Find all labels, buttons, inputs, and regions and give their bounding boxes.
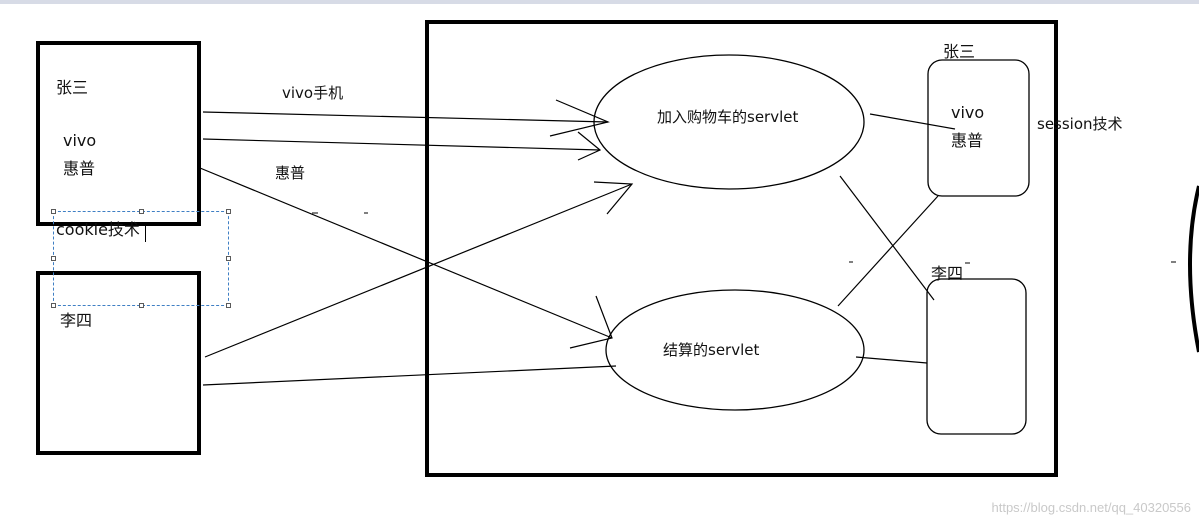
client-a-name: 张三: [56, 78, 89, 97]
line-b-to-checkout: [202, 365, 617, 386]
link-add-cart-to-session-b: [839, 175, 935, 301]
resize-handle[interactable]: [226, 209, 231, 214]
link-checkout-to-session-a: [837, 195, 939, 307]
client-a-box: [36, 41, 201, 226]
resize-handle[interactable]: [139, 303, 144, 308]
offscreen-circle-edge: [1188, 185, 1199, 353]
client-a-item-vivo: vivo: [63, 131, 97, 150]
session-a-item-hp: 惠普: [951, 131, 984, 150]
arrow-label-hp: 惠普: [275, 164, 306, 182]
watermark: https://blog.csdn.net/qq_40320556: [991, 500, 1192, 515]
session-a-box: [927, 59, 1030, 197]
resize-handle[interactable]: [226, 256, 231, 261]
link-checkout-to-session-b: [855, 356, 928, 364]
resize-handle[interactable]: [51, 209, 56, 214]
resize-handle[interactable]: [139, 209, 144, 214]
client-a-item-hp: 惠普: [63, 159, 96, 178]
resize-handle[interactable]: [51, 256, 56, 261]
checkout-servlet-oval: [605, 289, 865, 411]
text-cursor: [145, 222, 146, 242]
arrow-a-to-checkout: [199, 167, 613, 349]
cookie-label[interactable]: cookie技术: [56, 220, 140, 239]
arrow-a-to-add-cart-1: [202, 99, 610, 137]
checkout-servlet-label: 结算的servlet: [663, 341, 760, 359]
session-a-item-vivo: vivo: [951, 103, 985, 122]
resize-handle[interactable]: [226, 303, 231, 308]
server-box: [425, 20, 1058, 477]
link-add-cart-to-session-a: [869, 113, 956, 130]
session-technique-label: session技术: [1037, 115, 1123, 133]
window-top-bar: [0, 0, 1199, 4]
session-a-name: 张三: [943, 42, 976, 61]
arrow-label-vivo-phone: vivo手机: [282, 84, 344, 102]
resize-handle[interactable]: [51, 303, 56, 308]
arrow-b-to-add-cart: [204, 181, 634, 358]
arrow-a-to-add-cart-2: [202, 131, 602, 161]
session-b-box: [926, 278, 1027, 435]
add-cart-servlet-label: 加入购物车的servlet: [657, 108, 799, 126]
session-b-name: 李四: [931, 264, 964, 283]
client-b-box: [36, 271, 201, 455]
client-b-name: 李四: [60, 311, 93, 330]
